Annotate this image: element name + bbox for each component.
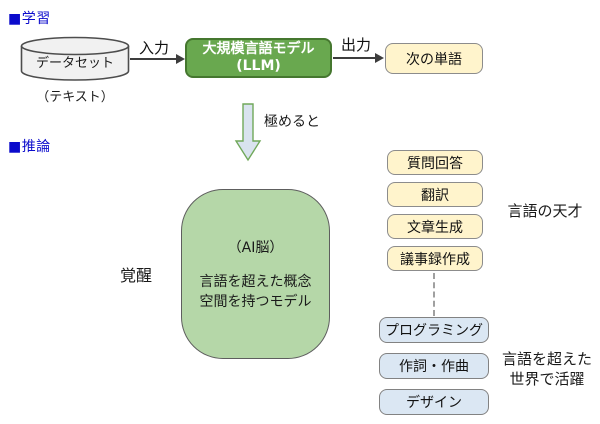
- skill-box-songwriting: 作詞・作曲: [379, 353, 489, 379]
- output-arrow-line: [333, 57, 376, 59]
- dataset-sublabel: （テキスト）: [36, 90, 114, 105]
- section-label-inference: ■推論: [8, 139, 51, 155]
- ai-brain-desc-line2: 空間を持つモデル: [199, 294, 312, 310]
- skill-box-design: デザイン: [379, 389, 489, 415]
- beyond-language-caption: 言語を超えた 世界で活躍: [494, 349, 600, 389]
- task-box-qa: 質問回答: [387, 150, 483, 175]
- input-arrow-line: [130, 58, 177, 60]
- awakening-label: 覚醒: [120, 266, 153, 285]
- section-label-learning: ■学習: [8, 11, 51, 27]
- ai-brain-title: （AI脳）: [227, 240, 284, 256]
- llm-label-line1: 大規模言語モデル: [202, 41, 315, 57]
- down-arrow-icon: [234, 103, 262, 162]
- beyond-language-caption-line1: 言語を超えた: [501, 350, 592, 368]
- task-box-text-generation: 文章生成: [387, 214, 483, 239]
- ai-brain-spacer: [182, 258, 329, 272]
- input-arrow-label: 入力: [139, 39, 170, 57]
- llm-label-line2: (LLM): [236, 58, 281, 74]
- language-genius-caption: 言語の天才: [507, 202, 583, 220]
- dataset-label: データセット: [35, 56, 114, 71]
- next-word-box: 次の単語: [385, 43, 483, 74]
- ai-brain-shape: （AI脳） 言語を超えた概念 空間を持つモデル: [181, 189, 330, 359]
- llm-box: 大規模言語モデル (LLM): [185, 38, 332, 78]
- ai-brain-desc-line1: 言語を超えた概念: [199, 274, 312, 290]
- task-box-minutes: 議事録作成: [387, 246, 483, 271]
- dataset-cylinder-icon: [20, 36, 130, 81]
- task-box-translation: 翻訳: [387, 182, 483, 207]
- transition-arrow-label: 極めると: [264, 114, 320, 130]
- output-arrow-head: [375, 53, 384, 63]
- dashed-connector-line: [433, 273, 435, 316]
- input-arrow-head: [176, 54, 185, 64]
- skill-box-programming: プログラミング: [379, 317, 489, 343]
- output-arrow-label: 出力: [341, 36, 372, 54]
- beyond-language-caption-line2: 世界で活躍: [509, 370, 585, 388]
